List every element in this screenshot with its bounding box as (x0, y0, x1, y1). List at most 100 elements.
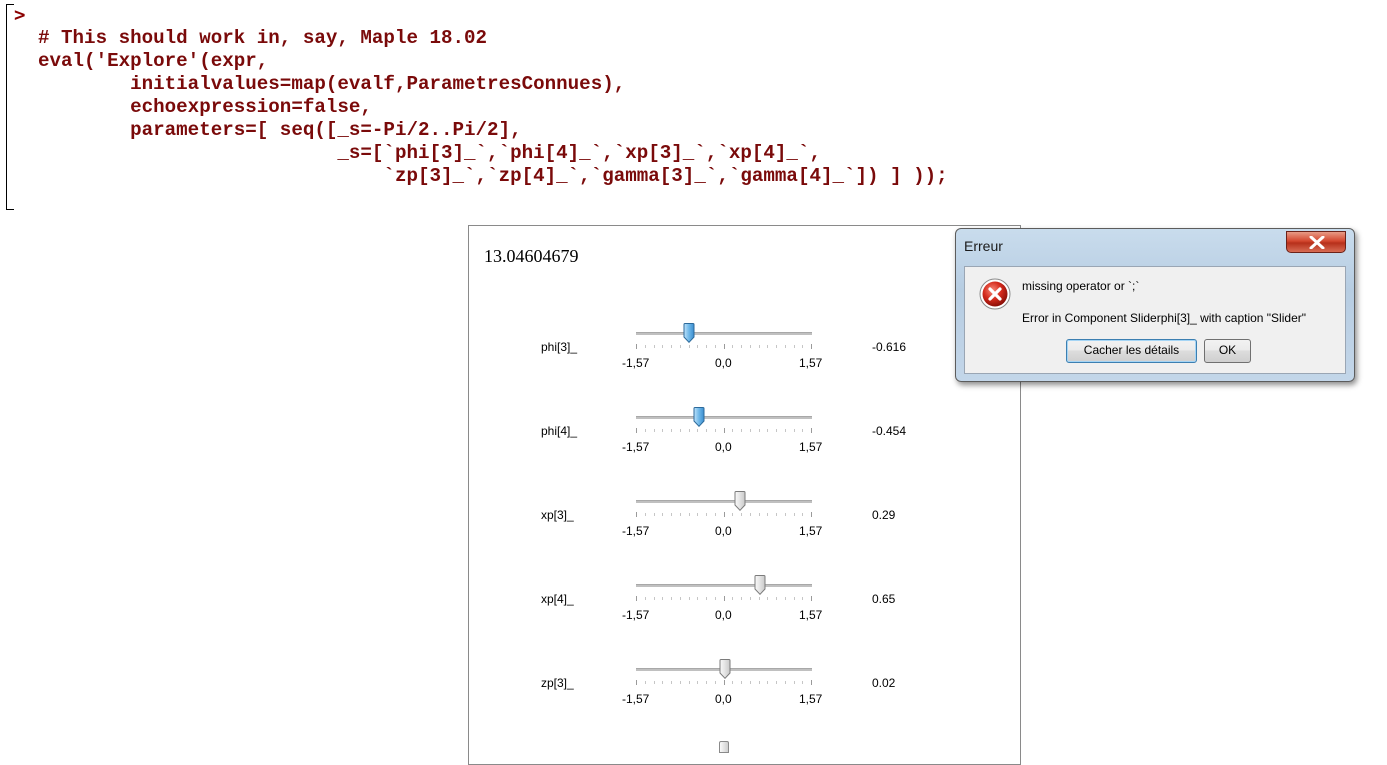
tick-mark (811, 512, 812, 517)
tick-mark (645, 513, 646, 516)
error-icon (979, 278, 1011, 310)
tick-mark (794, 345, 795, 348)
tick-mark (636, 344, 637, 349)
tick-label-max: 1,57 (799, 356, 823, 370)
tick-mark (697, 345, 698, 348)
ok-button[interactable]: OK (1204, 339, 1251, 363)
tick-mark (802, 513, 803, 516)
tick-mark (706, 681, 707, 684)
bracket-bottom (6, 209, 14, 210)
tick-mark (724, 596, 725, 601)
tick-mark (802, 429, 803, 432)
slider-track[interactable] (636, 500, 812, 503)
code-line[interactable]: parameters=[ seq([_s=-Pi/2..Pi/2], (38, 119, 522, 141)
code-line[interactable]: `zp[3]_`,`zp[4]_`,`gamma[3]_`,`gamma[4]_… (38, 165, 948, 187)
slider-thumb[interactable] (693, 407, 705, 427)
tick-mark (680, 681, 681, 684)
code-line[interactable]: eval('Explore'(expr, (38, 50, 269, 72)
tick-mark (759, 597, 760, 600)
input-prompt: > (14, 4, 26, 26)
error-dialog: Erreur missing operator or `;` Error in … (955, 228, 1355, 382)
tick-mark (662, 681, 663, 684)
tick-mark (767, 345, 768, 348)
tick-mark (689, 345, 690, 348)
tick-mark (724, 428, 725, 433)
tick-mark (732, 513, 733, 516)
tick-mark (715, 681, 716, 684)
tick-mark (645, 345, 646, 348)
code-line[interactable]: initialvalues=map(evalf,ParametresConnue… (38, 73, 626, 95)
tick-mark (724, 512, 725, 517)
slider-thumb[interactable] (719, 741, 729, 753)
tick-mark (697, 597, 698, 600)
tick-mark (706, 345, 707, 348)
tick-mark (654, 681, 655, 684)
tick-mark (715, 513, 716, 516)
tick-mark (636, 512, 637, 517)
tick-label-mid: 0,0 (715, 356, 732, 370)
tick-mark (732, 597, 733, 600)
tick-mark (697, 513, 698, 516)
slider-thumb[interactable] (683, 323, 695, 343)
tick-mark (767, 597, 768, 600)
code-line[interactable]: # This should work in, say, Maple 18.02 (38, 27, 488, 49)
tick-mark (741, 681, 742, 684)
tick-mark (654, 597, 655, 600)
tick-mark (776, 513, 777, 516)
code-line[interactable]: _s=[`phi[3]_`,`phi[4]_`,`xp[3]_`,`xp[4]_… (38, 142, 821, 164)
code-input-region[interactable]: # This should work in, say, Maple 18.02 … (38, 27, 948, 188)
slider-thumb[interactable] (734, 491, 746, 511)
tick-mark (750, 597, 751, 600)
tick-mark (645, 429, 646, 432)
tick-mark (732, 429, 733, 432)
tick-mark (802, 345, 803, 348)
slider-label: zp[3]_ (541, 676, 574, 690)
tick-label-max: 1,57 (799, 440, 823, 454)
tick-mark (785, 597, 786, 600)
slider-track[interactable] (636, 416, 812, 419)
tick-mark (662, 429, 663, 432)
tick-mark (811, 596, 812, 601)
tick-mark (776, 429, 777, 432)
tick-mark (715, 597, 716, 600)
tick-mark (645, 681, 646, 684)
slider-track[interactable] (636, 332, 812, 335)
tick-mark (750, 513, 751, 516)
bracket-top (6, 4, 14, 5)
slider-ticks (636, 680, 812, 685)
tick-mark (767, 681, 768, 684)
tick-mark (732, 345, 733, 348)
slider-thumb[interactable] (754, 575, 766, 595)
tick-label-min: -1,57 (622, 356, 650, 370)
tick-mark (689, 513, 690, 516)
hide-details-button[interactable]: Cacher les détails (1066, 339, 1197, 363)
execution-group-bracket[interactable] (6, 4, 7, 209)
slider-ticks (636, 596, 812, 601)
close-button[interactable] (1286, 231, 1346, 253)
tick-mark (654, 345, 655, 348)
tick-label-min: -1,57 (622, 524, 650, 538)
tick-label-min: -1,57 (622, 608, 650, 622)
tick-label-mid: 0,0 (715, 608, 732, 622)
tick-mark (794, 597, 795, 600)
slider-thumb[interactable] (719, 659, 731, 679)
tick-mark (706, 429, 707, 432)
tick-mark (759, 513, 760, 516)
tick-mark (767, 513, 768, 516)
tick-mark (706, 597, 707, 600)
slider-value: 0.65 (872, 592, 896, 606)
code-line[interactable]: echoexpression=false, (38, 96, 372, 118)
tick-mark (671, 681, 672, 684)
tick-mark (750, 345, 751, 348)
tick-mark (811, 428, 812, 433)
tick-mark (689, 597, 690, 600)
tick-mark (811, 344, 812, 349)
tick-mark (654, 513, 655, 516)
slider-ticks (636, 428, 812, 433)
slider-track[interactable] (636, 584, 812, 587)
tick-label-min: -1,57 (622, 692, 650, 706)
slider-value: -0.454 (872, 424, 907, 438)
